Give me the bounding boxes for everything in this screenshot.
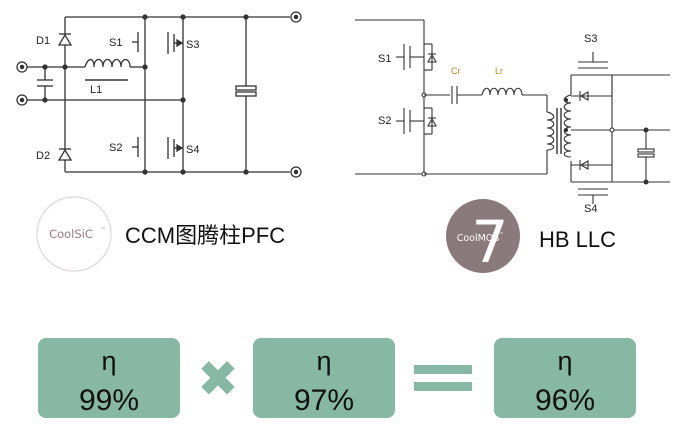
pfc-schematic	[16, 11, 302, 178]
inductor-lr	[481, 87, 523, 96]
inductor-l1	[84, 58, 131, 68]
llc-mosfet-s4	[571, 160, 612, 204]
equals-operator: =	[414, 365, 472, 391]
efficiency-value-1: 99%	[79, 384, 139, 417]
output-terminal-top	[290, 11, 302, 23]
efficiency-box-2: η 97%	[253, 338, 395, 418]
output-terminal-bottom	[290, 166, 302, 178]
coolsic-badge: CoolSiC ™	[36, 196, 112, 272]
llc-mosfet-s2	[396, 107, 437, 135]
diode-d2	[57, 148, 73, 161]
equals-bar-top	[414, 365, 472, 374]
mosfet-s2	[132, 137, 139, 157]
llc-title: HB LLC	[539, 227, 616, 252]
llc-label-cr: Cr	[451, 66, 461, 76]
llc-label-s3: S3	[584, 33, 597, 45]
label-d2: D2	[36, 150, 50, 162]
equals-glyph: =	[443, 380, 444, 382]
eta-symbol-3: η	[557, 346, 572, 376]
pfc-title: CCM图腾柱PFC	[125, 223, 285, 248]
capacitor-cr	[451, 86, 458, 104]
multiply-operator: ✖	[197, 350, 239, 408]
label-s4: S4	[186, 144, 199, 156]
coolmos-tm: ™	[499, 232, 504, 238]
mosfet-s3	[167, 32, 184, 54]
llc-label-s4: S4	[584, 203, 597, 215]
mosfet-s4	[167, 137, 184, 159]
coolmos-badge: 7 CoolMOS ™	[446, 199, 520, 276]
label-s2: S2	[109, 142, 122, 154]
llc-label-s1: S1	[378, 53, 391, 65]
equals-bar-bottom	[414, 382, 472, 391]
label-d1: D1	[36, 35, 50, 47]
input-capacitor	[37, 67, 53, 100]
coolmos-logo-text: CoolMOS	[457, 233, 500, 244]
coolsic-logo-text: CoolSiC	[49, 227, 93, 241]
eta-symbol-2: η	[316, 346, 331, 376]
label-s1: S1	[109, 37, 122, 49]
efficiency-value-2: 97%	[294, 384, 354, 417]
label-s3: S3	[186, 39, 199, 51]
label-l1: L1	[90, 84, 102, 96]
transformer-secondary	[563, 94, 572, 158]
efficiency-value-3: 96%	[535, 384, 595, 417]
output-capacitor	[235, 85, 257, 97]
llc-mosfet-s1	[396, 43, 437, 71]
llc-label-s2: S2	[378, 115, 391, 127]
llc-mosfet-s3	[571, 52, 613, 101]
diode-d1	[57, 33, 73, 46]
efficiency-box-1: η 99%	[38, 338, 180, 418]
mosfet-s1	[132, 32, 139, 52]
efficiency-box-3: η 96%	[494, 338, 636, 418]
transformer-primary	[546, 111, 555, 151]
llc-label-lr: Lr	[495, 66, 503, 76]
eta-symbol-1: η	[101, 346, 116, 376]
multiply-icon: ✖	[197, 350, 239, 408]
llc-schematic	[355, 19, 670, 204]
coolmos-number: 7	[472, 208, 509, 276]
coolsic-tm: ™	[101, 227, 106, 233]
llc-output-capacitor	[637, 148, 655, 158]
